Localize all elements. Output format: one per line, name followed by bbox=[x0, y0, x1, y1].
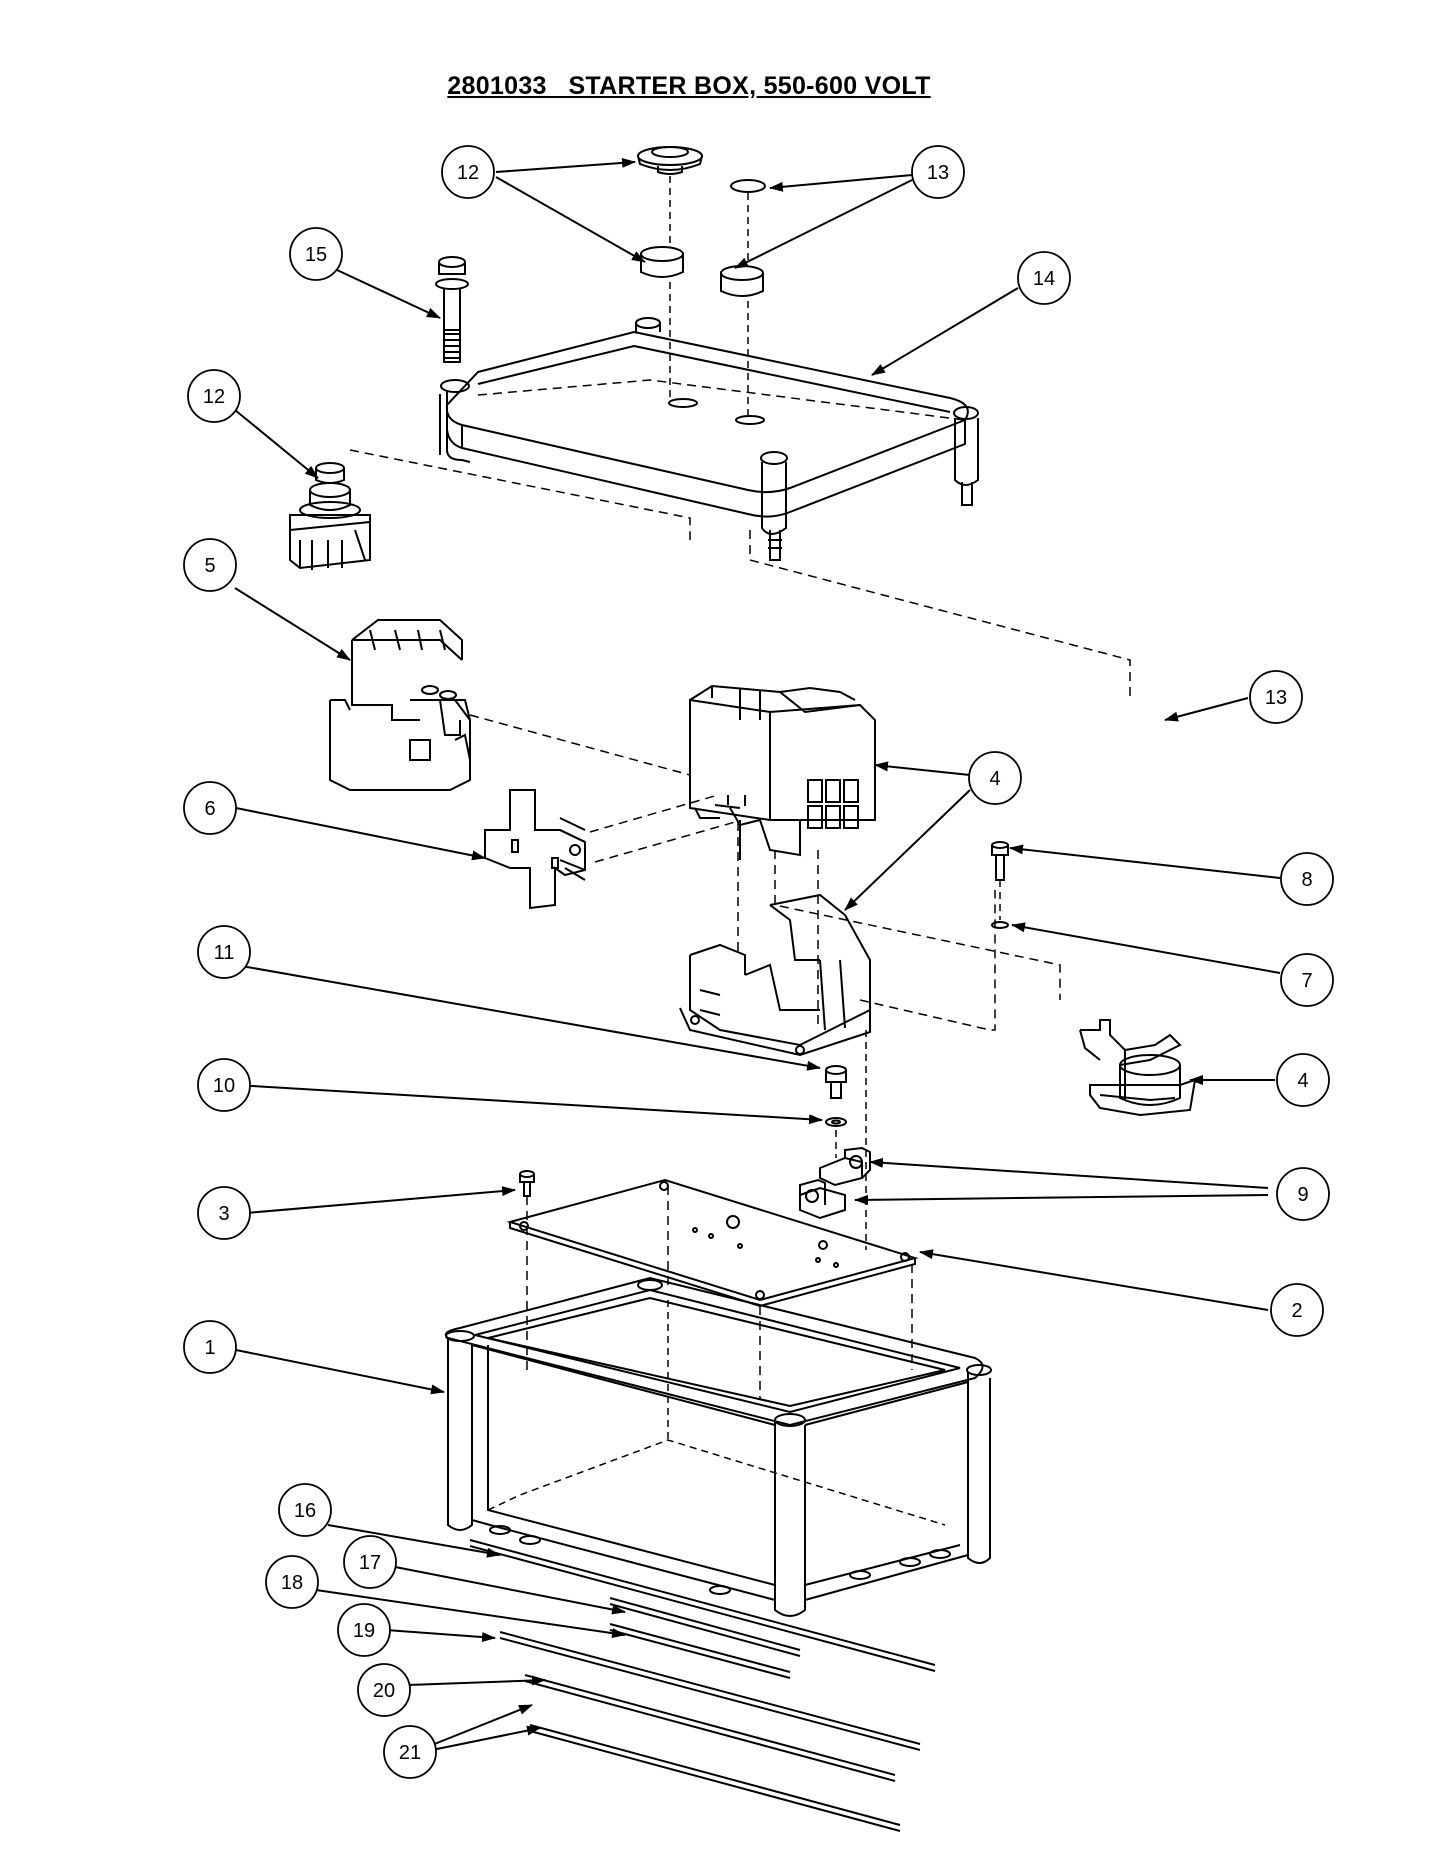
callouts: 12 13 15 14 12 5 13 4 6 8 11 7 4 10 3 9 … bbox=[183, 145, 1334, 1779]
svg-text:10: 10 bbox=[213, 1075, 235, 1097]
callout-9: 9 bbox=[1276, 1167, 1330, 1221]
svg-text:2: 2 bbox=[1291, 1300, 1302, 1322]
callout-21: 21 bbox=[383, 1725, 437, 1779]
callout-12-left: 12 bbox=[187, 369, 241, 423]
terminal-lug-lower bbox=[799, 1178, 846, 1220]
terminal-lug-upper bbox=[819, 1146, 871, 1187]
svg-text:7: 7 bbox=[1301, 970, 1312, 992]
contactor-coil bbox=[1079, 1019, 1197, 1117]
svg-text:11: 11 bbox=[214, 942, 235, 964]
svg-text:21: 21 bbox=[399, 1742, 421, 1764]
callout-4-top: 4 bbox=[968, 751, 1022, 805]
svg-text:13: 13 bbox=[1265, 687, 1287, 709]
svg-text:8: 8 bbox=[1301, 869, 1312, 891]
contactor-base bbox=[679, 893, 871, 1057]
auxiliary-contact bbox=[484, 789, 586, 910]
callout-7: 7 bbox=[1280, 953, 1334, 1007]
svg-text:19: 19 bbox=[353, 1620, 375, 1642]
svg-text:3: 3 bbox=[218, 1203, 229, 1225]
svg-text:6: 6 bbox=[204, 798, 215, 820]
callout-16: 16 bbox=[278, 1483, 332, 1537]
svg-text:18: 18 bbox=[281, 1572, 303, 1594]
callout-13-top: 13 bbox=[911, 145, 965, 199]
callout-17: 17 bbox=[343, 1535, 397, 1589]
svg-text:13: 13 bbox=[927, 162, 949, 184]
callout-12-top: 12 bbox=[441, 145, 495, 199]
callout-18: 18 bbox=[265, 1555, 319, 1609]
callout-15: 15 bbox=[289, 227, 343, 281]
callout-10: 10 bbox=[197, 1058, 251, 1112]
svg-text:4: 4 bbox=[1297, 1070, 1308, 1092]
coil-screw bbox=[991, 841, 1009, 881]
base-washer bbox=[825, 1117, 847, 1127]
enclosure-box bbox=[444, 1276, 992, 1617]
mounting-panel bbox=[506, 1178, 919, 1308]
wire-set bbox=[469, 1539, 936, 1832]
cover-screw bbox=[435, 256, 469, 363]
svg-text:15: 15 bbox=[305, 244, 327, 266]
button-bezel-right bbox=[720, 265, 764, 297]
flat-button-cap bbox=[730, 179, 766, 193]
leader-lines bbox=[234, 157, 1281, 1751]
callout-13-right: 13 bbox=[1249, 670, 1303, 724]
callout-20: 20 bbox=[357, 1663, 411, 1717]
panel-screw bbox=[519, 1170, 535, 1197]
svg-text:4: 4 bbox=[989, 768, 1000, 790]
svg-text:1: 1 bbox=[204, 1337, 215, 1359]
page-title: 2801033 STARTER BOX, 550-600 VOLT bbox=[447, 72, 931, 100]
mushroom-button-cap bbox=[637, 146, 703, 175]
svg-text:14: 14 bbox=[1033, 268, 1055, 290]
svg-text:12: 12 bbox=[203, 386, 225, 408]
callout-1: 1 bbox=[183, 1320, 237, 1374]
parts-drawing bbox=[289, 146, 1197, 1832]
overload-relay bbox=[329, 619, 471, 791]
callout-14: 14 bbox=[1017, 251, 1071, 305]
callout-6: 6 bbox=[183, 781, 237, 835]
callout-4-right: 4 bbox=[1276, 1053, 1330, 1107]
callout-19: 19 bbox=[337, 1603, 391, 1657]
contactor-upper bbox=[689, 684, 876, 860]
svg-text:9: 9 bbox=[1297, 1184, 1308, 1206]
svg-text:12: 12 bbox=[457, 162, 479, 184]
callout-11: 11 bbox=[197, 925, 251, 979]
callout-3: 3 bbox=[197, 1186, 251, 1240]
callout-5: 5 bbox=[183, 538, 237, 592]
callout-8: 8 bbox=[1280, 852, 1334, 906]
svg-text:20: 20 bbox=[373, 1680, 395, 1702]
enclosure-cover bbox=[439, 317, 979, 561]
svg-text:17: 17 bbox=[359, 1552, 381, 1574]
base-screw bbox=[825, 1065, 847, 1099]
coil-washer bbox=[991, 921, 1009, 929]
svg-text:16: 16 bbox=[294, 1500, 316, 1522]
callout-2: 2 bbox=[1270, 1283, 1324, 1337]
pushbutton-operator-left bbox=[289, 462, 371, 570]
button-bezel-left bbox=[640, 246, 684, 278]
svg-text:5: 5 bbox=[204, 555, 215, 577]
